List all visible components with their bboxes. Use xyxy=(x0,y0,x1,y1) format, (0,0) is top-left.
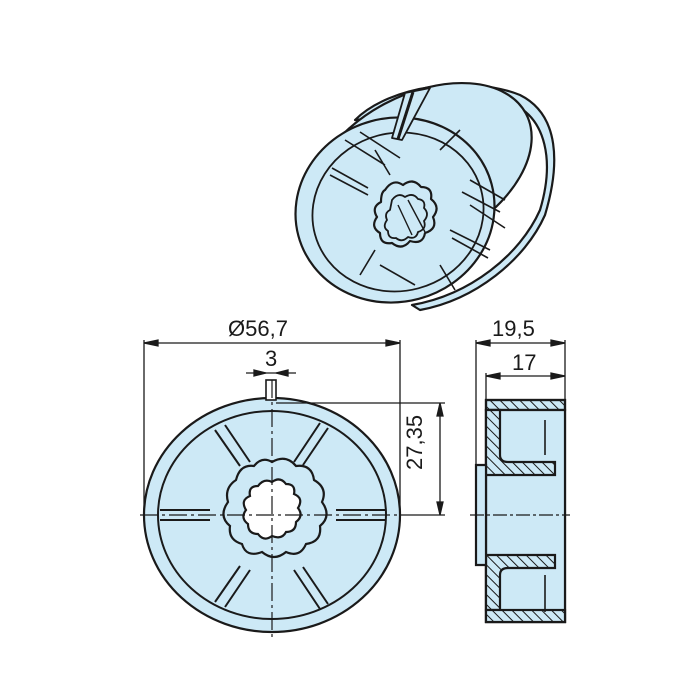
overall-width-dimension: 19,5 xyxy=(492,316,535,341)
front-view xyxy=(140,379,405,640)
side-section-view xyxy=(470,398,570,624)
dimension-lines xyxy=(143,339,566,516)
slot-width-dimension: 3 xyxy=(265,346,278,371)
isometric-view xyxy=(294,81,556,312)
inner-height-dimension: 27,35 xyxy=(402,414,427,470)
inner-width-dimension: 17 xyxy=(512,350,537,375)
diameter-dimension: Ø56,7 xyxy=(228,316,288,341)
